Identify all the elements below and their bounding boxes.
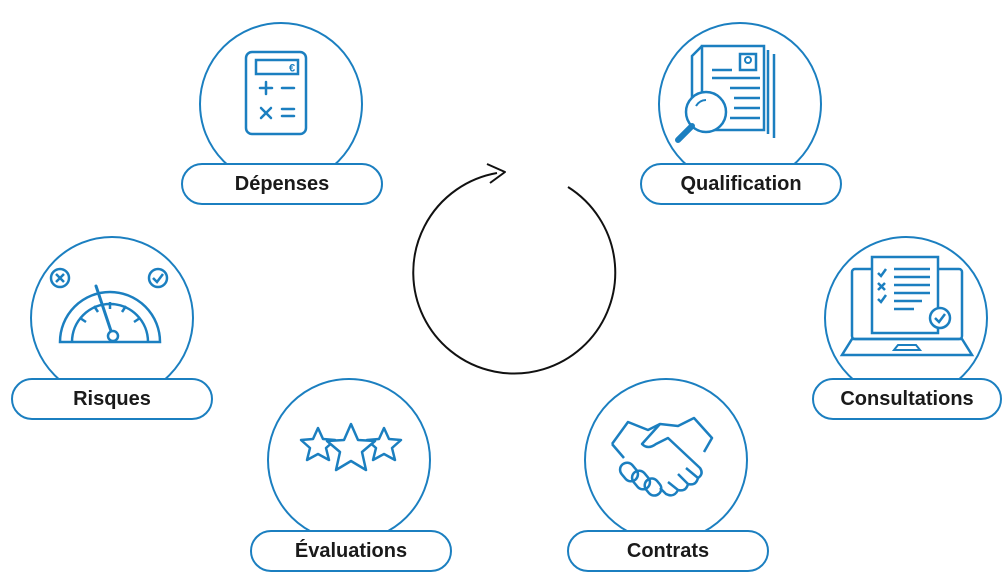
step-label: Évaluations bbox=[250, 530, 452, 572]
document-search-icon bbox=[672, 42, 792, 152]
gauge-icon bbox=[48, 262, 178, 352]
laptop-checklist-icon bbox=[838, 255, 978, 365]
step-label: Risques bbox=[11, 378, 213, 420]
bubble bbox=[584, 378, 748, 542]
bubble bbox=[30, 236, 194, 400]
stars-icon bbox=[296, 420, 406, 490]
step-label: Consultations bbox=[812, 378, 1002, 420]
svg-text:€: € bbox=[289, 63, 295, 75]
step-label: Contrats bbox=[567, 530, 769, 572]
calculator-icon: € bbox=[236, 48, 316, 138]
step-label: Qualification bbox=[640, 163, 842, 205]
bubble bbox=[199, 22, 363, 186]
step-label: Dépenses bbox=[181, 163, 383, 205]
handshake-icon bbox=[608, 408, 724, 504]
